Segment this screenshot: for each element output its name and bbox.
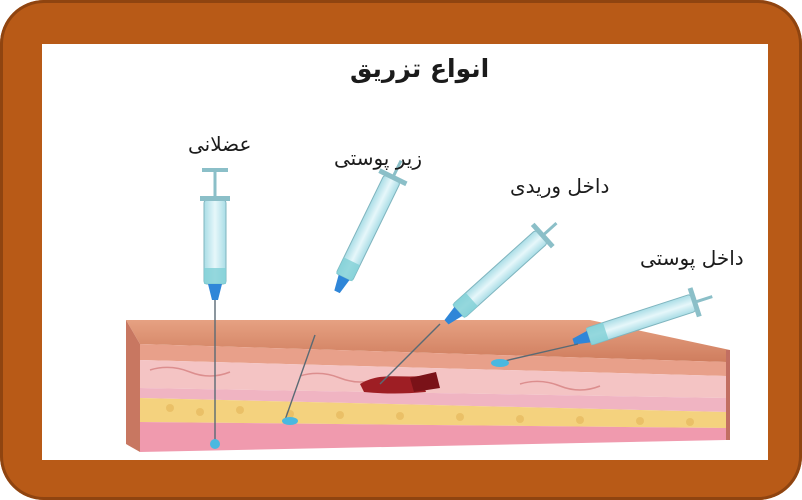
label-intramuscular: عضلانی (188, 132, 251, 156)
syringe-icon (324, 154, 415, 298)
label-intradermal: داخل پوستی (640, 246, 744, 270)
syringe-icon (436, 212, 566, 333)
label-intravenous: داخل وریدی (510, 174, 609, 198)
skin-right-face (726, 350, 730, 440)
label-subcutaneous: زیر پوستی (334, 146, 422, 170)
diagram-title: انواع تزریق (350, 54, 489, 83)
